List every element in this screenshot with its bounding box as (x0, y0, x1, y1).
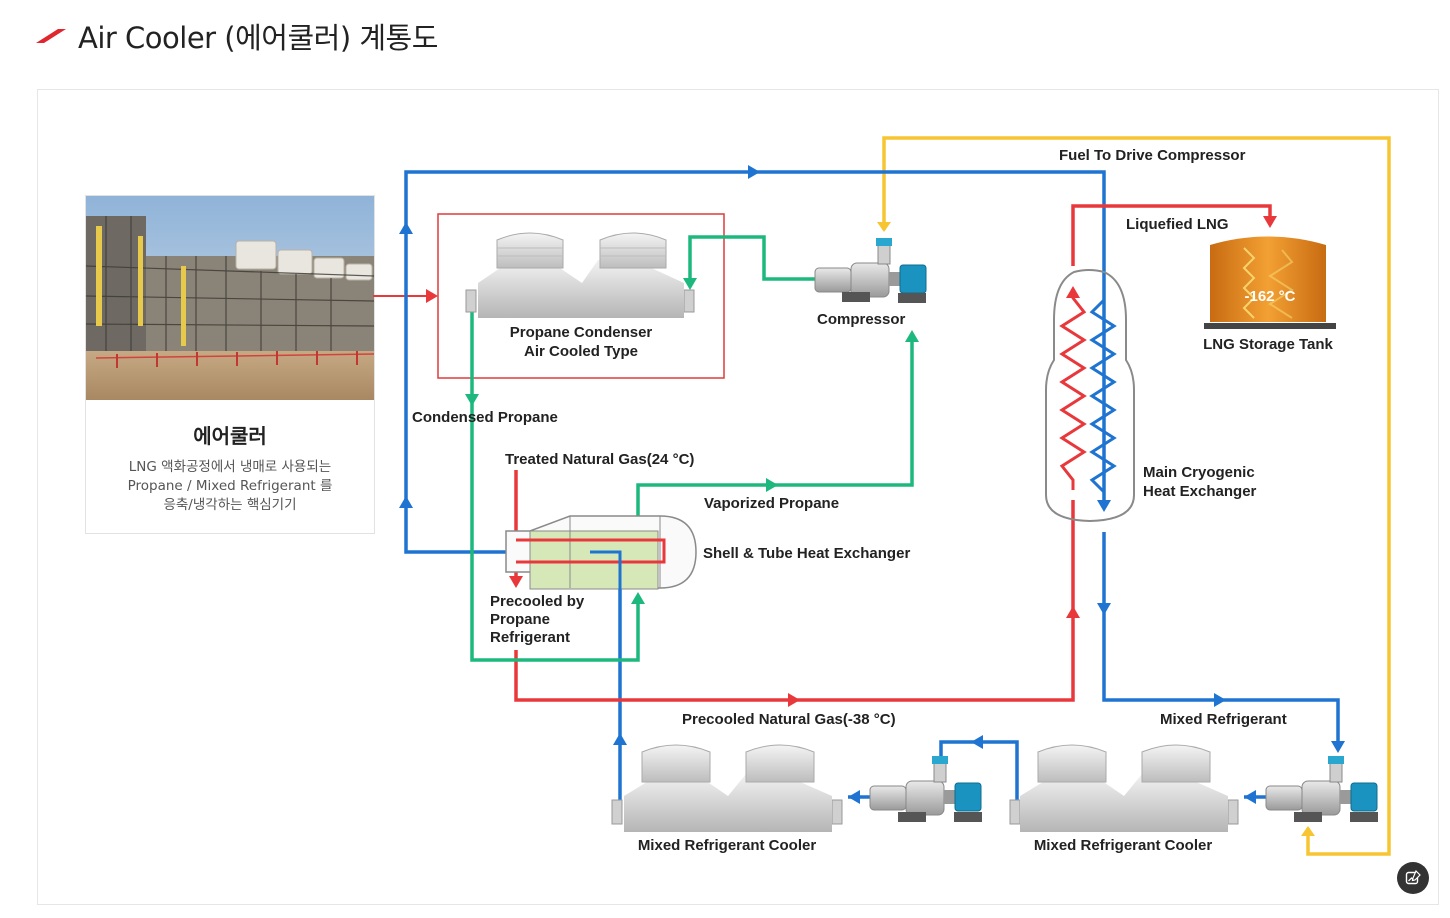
liquefied-lng-label: Liquefied LNG (1126, 216, 1229, 233)
fuel-arrowhead (877, 222, 891, 232)
condenser-highlight-box (437, 213, 725, 379)
precooled-by-label-2: Propane (490, 611, 550, 628)
gas-coil (1059, 290, 1087, 490)
propane-condenser-type-label: Air Cooled Type (524, 343, 638, 360)
image-edit-icon (1405, 870, 1421, 885)
treated-natural-gas-label: Treated Natural Gas(24 °C) (505, 451, 694, 468)
condensed-propane-label: Condensed Propane (412, 409, 558, 426)
precooled-by-label: Precooled by (490, 593, 585, 610)
fuel-line (882, 136, 1391, 856)
lng-storage-tank-label: LNG Storage Tank (1203, 336, 1333, 353)
main-cryogenic-exchanger (1045, 269, 1135, 523)
shell-tube-label: Shell & Tube Heat Exchanger (703, 545, 910, 562)
mr-compressor-2 (1265, 756, 1378, 822)
propane-arrowheads (465, 278, 919, 604)
air-cooler-card: 에어쿨러 LNG 액화공정에서 냉매로 사용되는 Propane / Mixed… (85, 195, 375, 534)
precooled-natural-gas-label: Precooled Natural Gas(-38 °C) (682, 711, 896, 728)
card-description-line: 응축/냉각하는 핵심기기 (163, 497, 297, 513)
mr-cooler-2-label: Mixed Refrigerant Cooler (1034, 837, 1213, 854)
propane-condenser-unit (465, 232, 695, 318)
accent-slash-icon (36, 29, 66, 43)
lng-storage-tank (1204, 236, 1336, 329)
fuel-label: Fuel To Drive Compressor (1059, 147, 1246, 164)
gas-arrowheads (509, 216, 1277, 707)
mixed-refrigerant-cooler-1 (611, 744, 843, 832)
air-cooler-plant-photo (86, 196, 374, 400)
propane-condenser-label: Propane Condenser (510, 324, 653, 341)
page-header: Air Cooler (에어쿨러) 계통도 (36, 14, 438, 58)
main-cryogenic-label: Main Cryogenic (1143, 464, 1255, 481)
fuel-arrowhead (1301, 826, 1315, 836)
mr-compressor-1 (869, 756, 982, 822)
card-title: 에어쿨러 (193, 424, 267, 448)
precooled-by-label-3: Refrigerant (490, 629, 570, 646)
card-description-line: Propane / Mixed Refrigerant 를 (127, 478, 333, 494)
main-cryogenic-label-2: Heat Exchanger (1143, 483, 1257, 500)
compressor-label: Compressor (817, 311, 906, 328)
vaporized-propane-label: Vaporized Propane (704, 495, 839, 512)
mr-cooler-1-label: Mixed Refrigerant Cooler (638, 837, 817, 854)
propane-compressor-unit (814, 238, 927, 303)
card-description-line: LNG 액화공정에서 냉매로 사용되는 (128, 459, 332, 475)
mixed-refrigerant-cooler-2 (1009, 744, 1239, 832)
photo-pointer-arrowhead (426, 289, 438, 303)
card-description: LNG 액화공정에서 냉매로 사용되는 Propane / Mixed Refr… (100, 458, 360, 515)
image-edit-button[interactable] (1397, 862, 1429, 894)
page-title: Air Cooler (에어쿨러) 계통도 (78, 21, 438, 55)
mixed-refrigerant-label: Mixed Refrigerant (1160, 711, 1287, 728)
tank-temperature-label: -162 °C (1244, 288, 1295, 305)
refrigerant-coil (1089, 298, 1117, 505)
